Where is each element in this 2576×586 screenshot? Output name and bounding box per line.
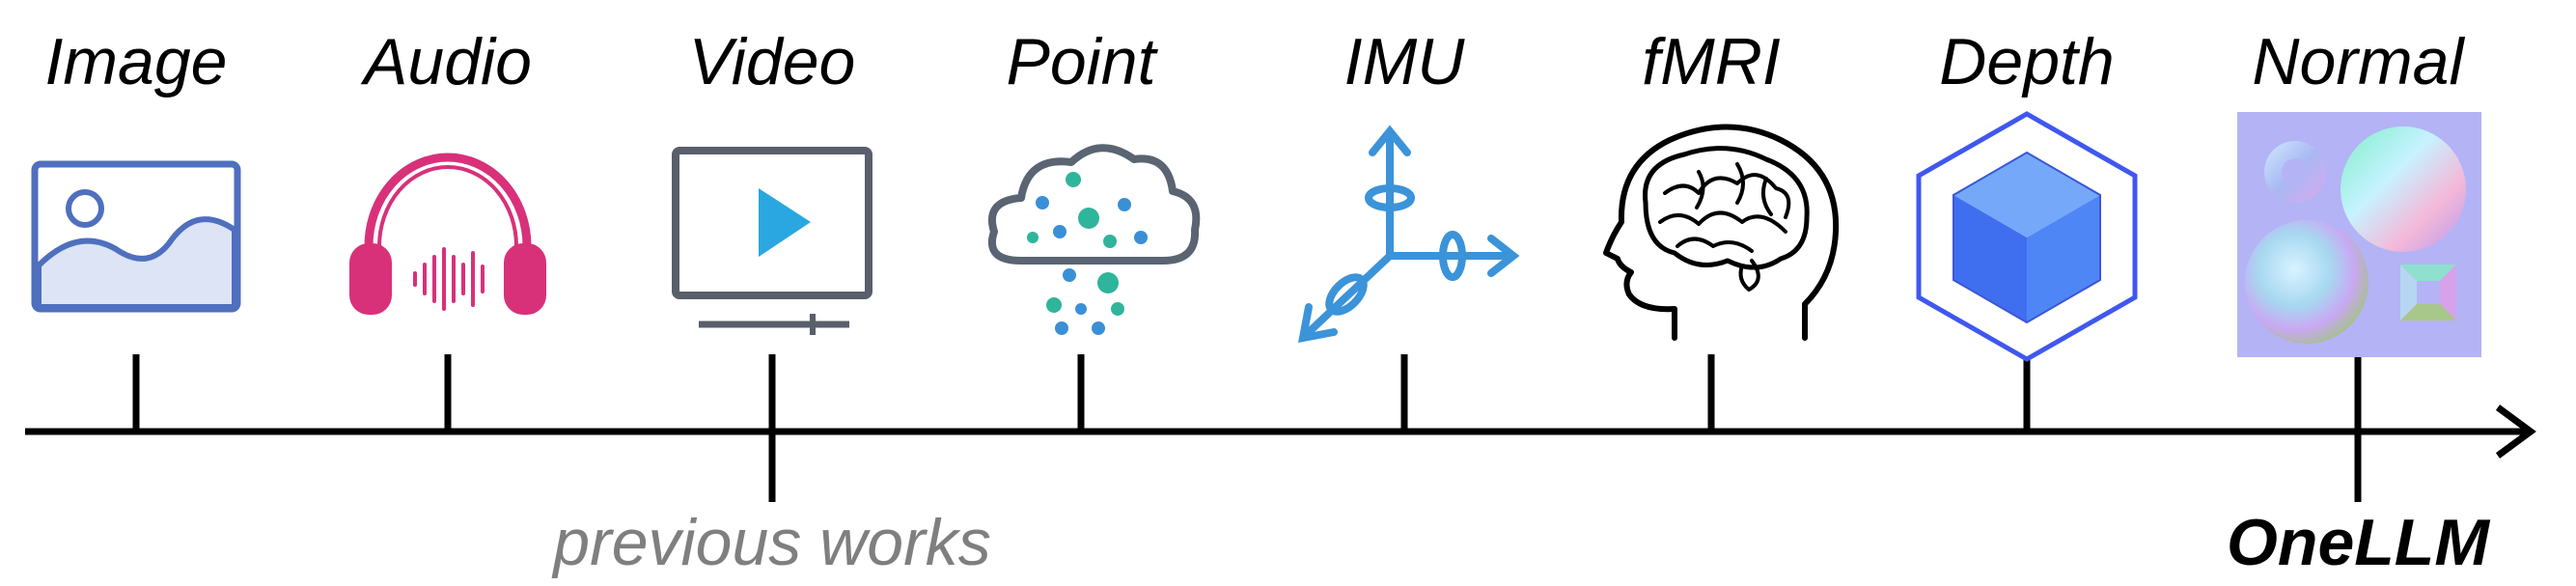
image-icon [31, 160, 241, 313]
point-cloud-icon [988, 144, 1201, 335]
label-point: Point [1006, 25, 1156, 98]
label-imu: IMU [1343, 25, 1465, 98]
label-depth: Depth [1939, 25, 2115, 98]
video-play-icon [672, 147, 873, 335]
label-normal: Normal [2252, 25, 2464, 98]
normal-map-icon [2237, 112, 2481, 357]
onellm-label: OneLLM [2227, 506, 2489, 579]
imu-axes-icon [1297, 125, 1520, 344]
label-fmri: fMRI [1642, 25, 1781, 98]
headphones-audio-icon [349, 153, 546, 315]
label-image: Image [44, 25, 228, 98]
axis-ticks [132, 354, 2362, 502]
timeline-axis [25, 405, 2536, 459]
label-video: Video [688, 25, 856, 98]
depth-cube-icon [1916, 111, 2138, 362]
brain-head-icon [1603, 124, 1840, 341]
previous-works-label: previous works [553, 506, 991, 579]
label-audio: Audio [364, 25, 532, 98]
